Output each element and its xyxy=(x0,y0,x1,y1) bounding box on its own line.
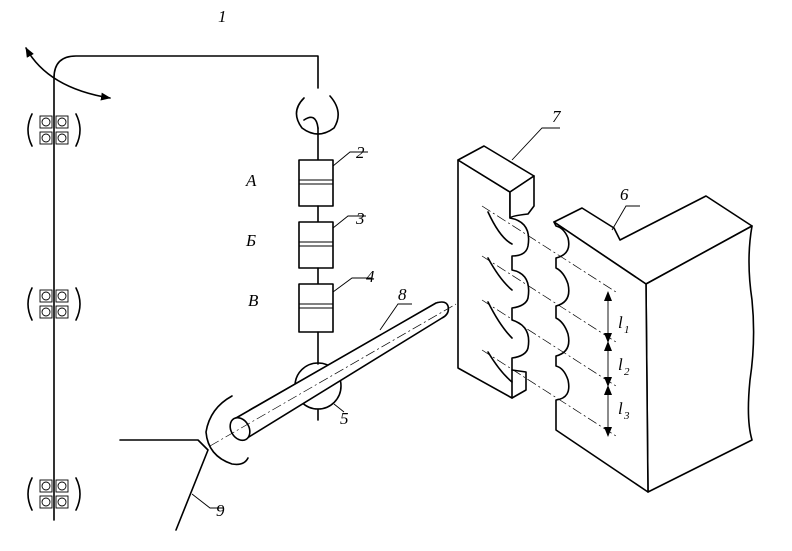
dimension-l3-symbol: l xyxy=(618,399,623,418)
part-7 xyxy=(457,127,560,399)
label-3: 3 xyxy=(355,209,365,228)
label-8: 8 xyxy=(398,285,407,304)
dimension-l3: l 3 xyxy=(618,399,630,422)
arm-frame xyxy=(25,47,319,521)
label-6: 6 xyxy=(620,185,629,204)
label-a: А xyxy=(245,171,257,190)
dimension-l2-symbol: l xyxy=(618,355,623,374)
dimension-l1-subscript: 1 xyxy=(624,324,630,336)
label-1: 1 xyxy=(218,7,227,26)
part-6 xyxy=(553,195,755,493)
dimension-l1-symbol: l xyxy=(618,313,623,332)
lever-9 xyxy=(119,395,249,531)
top-joint xyxy=(295,95,339,161)
label-2: 2 xyxy=(356,143,365,162)
bearing-middle xyxy=(27,287,81,321)
label-b: Б xyxy=(245,231,256,250)
label-v: В xyxy=(248,291,259,310)
shaft-8 xyxy=(209,301,457,447)
weight-chain xyxy=(298,151,372,365)
label-9: 9 xyxy=(216,501,225,520)
label-7: 7 xyxy=(552,107,562,126)
bearing-top xyxy=(27,113,81,147)
bearing-bottom xyxy=(27,477,81,511)
slot-axes xyxy=(481,205,617,437)
dimension-l1: l 1 xyxy=(618,313,630,336)
dimension-l3-subscript: 3 xyxy=(623,410,630,422)
label-4: 4 xyxy=(366,267,375,286)
dimension-l2-subscript: 2 xyxy=(624,366,630,378)
label-5: 5 xyxy=(340,409,349,428)
dimension-l2: l 2 xyxy=(618,355,630,378)
